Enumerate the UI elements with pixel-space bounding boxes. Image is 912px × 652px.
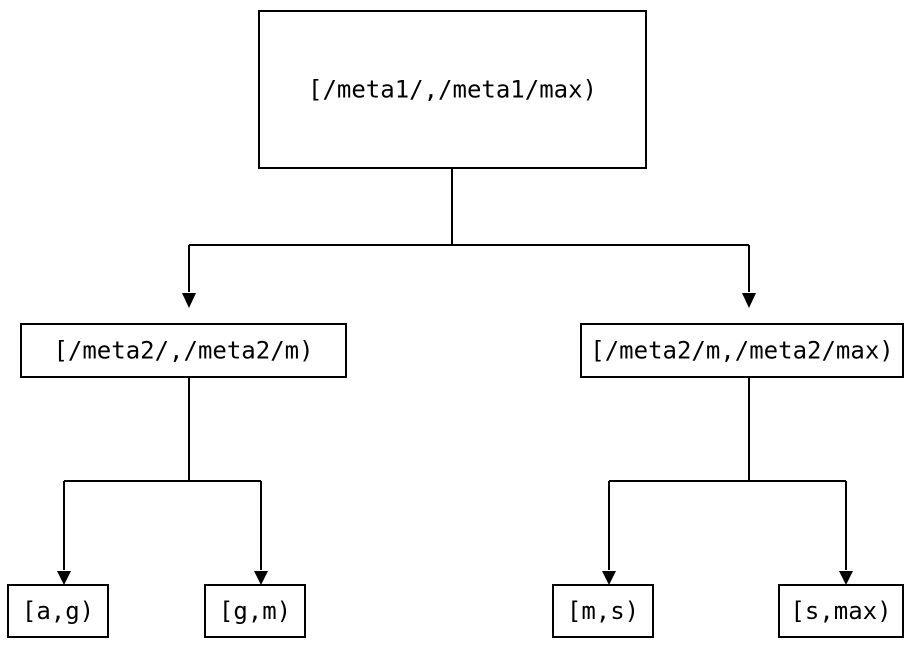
edge-group-root [182,168,756,308]
node-leaf-g-m-label: [g,m) [219,597,291,625]
edge-root-to-mid-connector [188,168,750,292]
node-mid-left[interactable]: [/meta2/,/meta2/m) [20,323,347,378]
node-leaf-a-g[interactable]: [a,g) [7,584,109,638]
node-leaf-a-g-label: [a,g) [22,597,94,625]
node-root-label: [/meta1/,/meta1/max) [308,76,597,104]
node-mid-right[interactable]: [/meta2/m,/meta2/max) [580,323,904,378]
node-mid-right-box[interactable] [580,323,904,378]
edge-midright-to-leaves-connector [608,377,847,570]
node-leaf-s-max[interactable]: [s,max) [778,584,904,638]
node-leaf-g-m-box[interactable] [204,584,306,638]
node-leaf-m-s-box[interactable] [552,584,654,638]
node-leaf-m-s-label: [m,s) [567,597,639,625]
node-leaf-a-g-box[interactable] [7,584,109,638]
node-mid-right-label: [/meta2/m,/meta2/max) [590,337,893,365]
node-leaf-g-m[interactable]: [g,m) [204,584,306,638]
node-root-box[interactable] [258,10,647,169]
arrowhead-to-mid-right [742,293,756,308]
arrowhead-to-leaf-g-m [254,571,268,585]
node-leaf-s-max-box[interactable] [778,584,904,638]
arrowhead-to-mid-left [182,293,196,308]
arrowhead-to-leaf-m-s [602,571,616,585]
edge-group-mid-left [57,377,268,585]
arrowhead-to-leaf-a-g [57,571,71,585]
node-root[interactable]: [/meta1/,/meta1/max) [258,10,647,169]
node-leaf-m-s[interactable]: [m,s) [552,584,654,638]
node-mid-left-label: [/meta2/,/meta2/m) [53,337,313,365]
node-mid-left-box[interactable] [20,323,347,378]
node-leaf-s-max-label: [s,max) [790,597,891,625]
edge-group-mid-right [602,377,853,585]
edge-midleft-to-leaves-connector [63,377,262,570]
arrowhead-to-leaf-s-max [839,571,853,585]
